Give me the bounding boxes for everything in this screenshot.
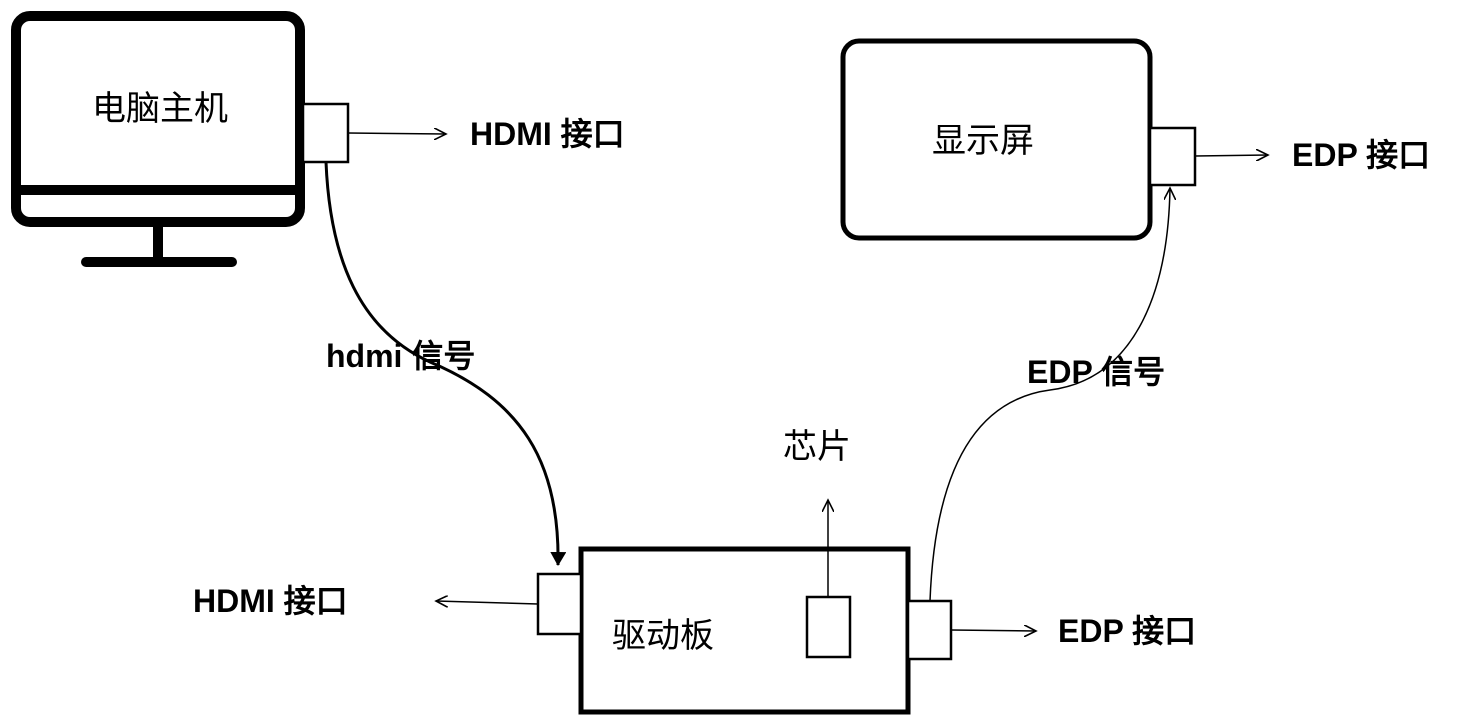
display-edp-port-label: EDP 接口 (1292, 137, 1431, 173)
display-edp-port (1148, 126, 1197, 187)
board-edp-port-label: EDP 接口 (1058, 613, 1197, 649)
hdmi-signal-label: hdmi 信号 (326, 338, 476, 374)
display-label: 显示屏 (932, 122, 1034, 160)
chip-box (805, 595, 852, 659)
display-edp-port-arrow (1194, 155, 1268, 156)
board-edp-port (906, 599, 953, 661)
board-hdmi-port (536, 572, 583, 636)
edp-signal-label: EDP 信号 (1027, 354, 1166, 390)
board-edp-port-arrow (950, 630, 1036, 631)
driver-board-label: 驱动板 (612, 617, 714, 655)
computer-monitor-icon (11, 11, 305, 267)
board-hdmi-port-arrow (436, 601, 539, 604)
computer-hdmi-port (301, 102, 350, 164)
computer-label: 电脑主机 (92, 90, 228, 128)
computer-hdmi-port-label: HDMI 接口 (470, 116, 625, 152)
chip-label: 芯片 (783, 428, 851, 466)
edp-signal-connector (929, 188, 1170, 602)
hdmi-signal-connector (324, 161, 567, 566)
board-hdmi-port-label: HDMI 接口 (193, 583, 348, 619)
computer-hdmi-port-arrow (347, 133, 446, 134)
